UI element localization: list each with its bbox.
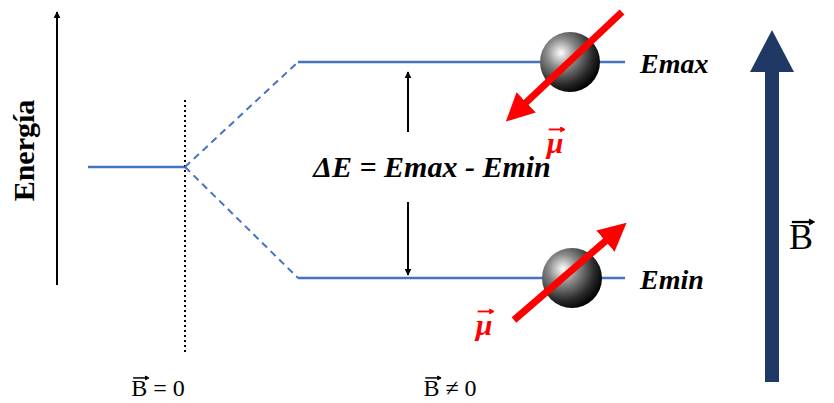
level-line — [88, 166, 185, 169]
moment-arrow — [514, 232, 616, 320]
moment-label: μ — [476, 308, 493, 341]
split-line — [185, 62, 298, 167]
field-label: B — [789, 218, 813, 258]
gap-label: ΔE = Emax - Emin — [313, 150, 551, 183]
gap-arrow — [407, 202, 409, 275]
energy-axis — [56, 12, 58, 285]
moment-arrow — [516, 12, 622, 112]
moment-label: μ — [547, 126, 564, 159]
axis-label: Energía — [8, 99, 41, 201]
condition-label: B = 0 — [131, 375, 185, 401]
split-line — [185, 167, 298, 278]
level-label: Emax — [640, 49, 708, 80]
gap-arrow — [407, 72, 409, 132]
separator-line — [184, 100, 186, 355]
field-arrow — [765, 70, 779, 382]
particle — [542, 248, 602, 308]
level-label: Emin — [640, 265, 704, 296]
condition-label: B ≠ 0 — [423, 375, 476, 401]
field-arrowhead — [750, 30, 794, 72]
